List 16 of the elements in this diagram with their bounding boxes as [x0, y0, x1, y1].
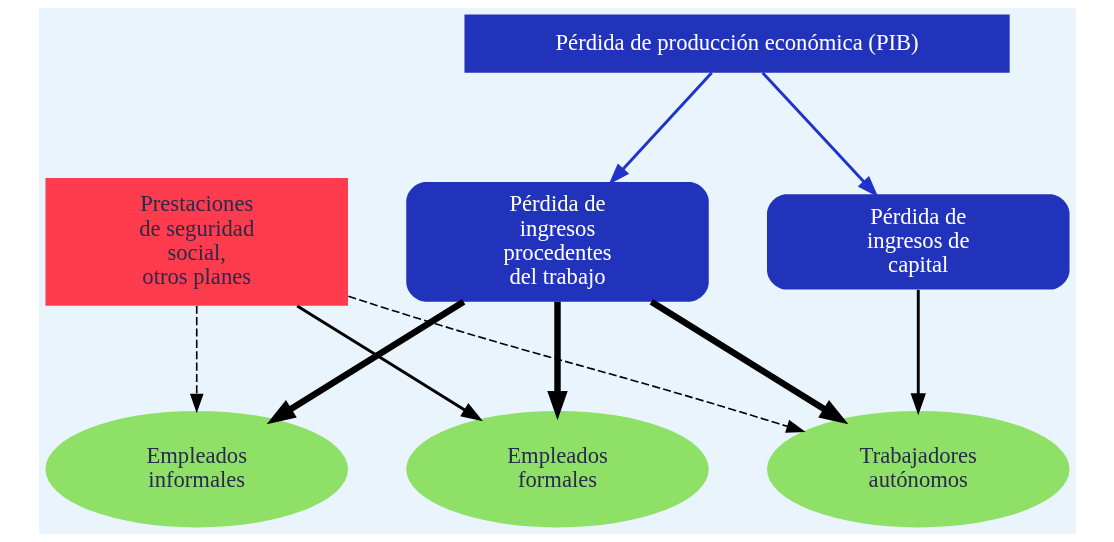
arrow: [347, 295, 806, 433]
arrow: [189, 305, 204, 414]
node-ellipse: Empleados informales: [44, 410, 348, 528]
node-box: Pérdida de producción económica (PIB): [464, 14, 1010, 73]
arrow: [649, 299, 848, 425]
node-box: Pérdida de ingresos procedentes del trabajo: [405, 182, 709, 302]
arrow: [266, 299, 465, 425]
node-box: Prestaciones de seguridad social, otros planes: [44, 178, 348, 306]
node-ellipse: Trabajadores autónomos: [766, 410, 1070, 528]
node-box: Pérdida de ingresos de capital: [766, 194, 1070, 290]
arrow: [761, 71, 878, 198]
arrow: [608, 71, 713, 185]
arrow: [910, 289, 926, 416]
arrow: [295, 304, 483, 422]
node-ellipse: Empleados formales: [405, 410, 709, 528]
arrow: [546, 301, 568, 421]
